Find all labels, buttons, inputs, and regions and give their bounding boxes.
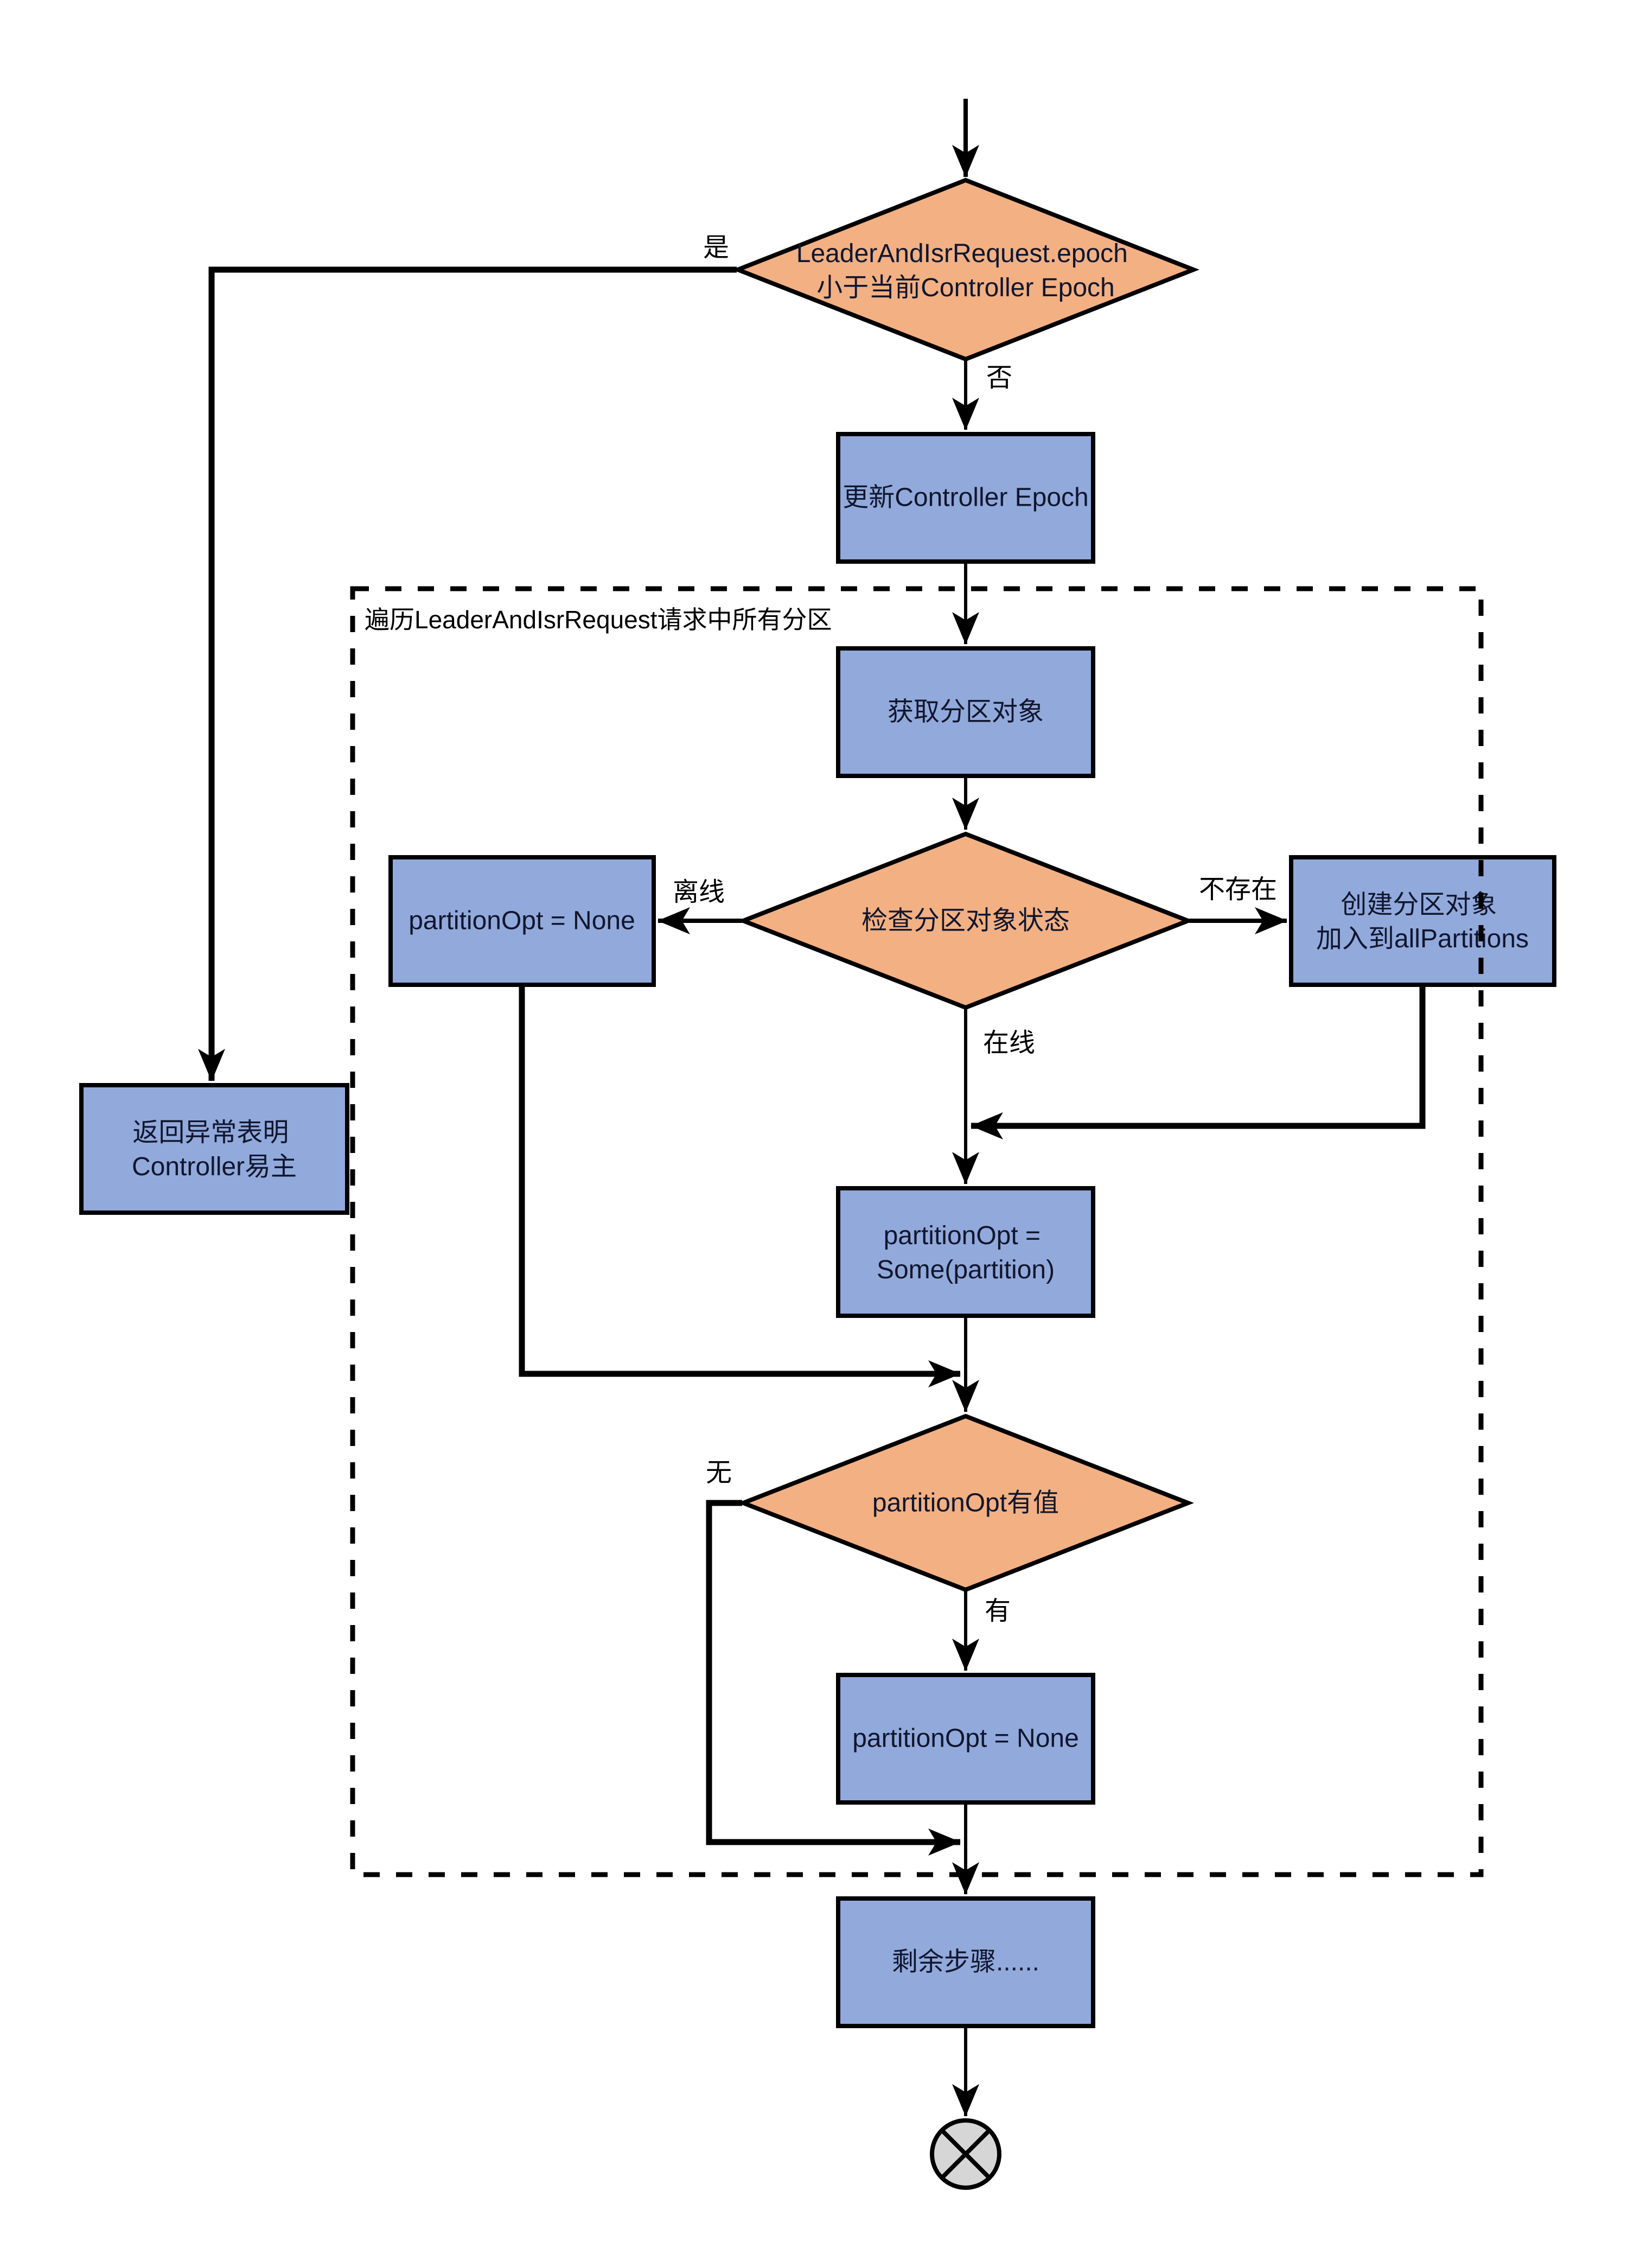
node-label: 更新Controller Epoch <box>842 483 1089 512</box>
edge-create-merge <box>971 985 1426 1139</box>
label-yes: 是 <box>703 233 729 262</box>
node-get-partition: 获取分区对象 <box>836 646 1095 778</box>
node-return-exception: 返回异常表明 Controller易主 <box>79 1083 349 1215</box>
label-not-exist: 不存在 <box>1199 875 1277 904</box>
node-partition-none-left: partitionOpt = None <box>388 855 656 987</box>
node-update-epoch: 更新Controller Epoch <box>836 432 1095 564</box>
node-label-line: Some(partition) <box>877 1256 1055 1284</box>
node-decision-has-value: partitionOpt有值 <box>737 1413 1195 1592</box>
node-label-line: 小于当前Controller Epoch <box>816 273 1115 302</box>
process-rect <box>1289 855 1556 987</box>
loop-container-label: 遍历LeaderAndIsrRequest请求中所有分区 <box>365 606 832 634</box>
node-label-line: 创建分区对象 <box>1341 890 1497 919</box>
label-none: 无 <box>706 1458 732 1487</box>
node-remaining-steps: 剩余步骤...... <box>836 1896 1095 2028</box>
loop-container-border <box>350 586 1484 1877</box>
node-label-line: 返回异常表明 <box>132 1118 289 1147</box>
process-rect <box>836 432 1095 564</box>
decision-diamond <box>732 177 1199 362</box>
process-rect <box>79 1083 349 1215</box>
node-label-line: 加入到allPartitions <box>1316 925 1529 953</box>
label-online: 在线 <box>983 1029 1035 1057</box>
node-label-line: partitionOpt = <box>884 1221 1041 1250</box>
node-label: partitionOpt = None <box>408 907 635 935</box>
label-offline: 离线 <box>673 878 725 907</box>
edge-left-none-merge <box>519 985 961 1387</box>
process-rect <box>836 646 1095 778</box>
node-label: 检查分区对象状态 <box>861 907 1070 935</box>
node-partition-some: partitionOpt = Some(partition) <box>836 1186 1095 1318</box>
node-label: partitionOpt有值 <box>872 1489 1059 1518</box>
node-partition-none-bottom: partitionOpt = None <box>836 1673 1095 1805</box>
svg-text:返回异常表明 Controller易主: 返回异常表明 Controller易主 <box>132 1118 297 1181</box>
node-label: 获取分区对象 <box>888 698 1044 727</box>
label-has: 有 <box>985 1597 1011 1626</box>
label-no: 否 <box>986 364 1012 392</box>
node-label-line: Controller易主 <box>132 1152 297 1181</box>
node-label-line: LeaderAndIsrRequest.epoch <box>796 239 1128 268</box>
node-decision-epoch: LeaderAndIsrRequest.epoch 小于当前Controller… <box>732 177 1199 362</box>
node-end-terminal <box>930 2118 1001 2190</box>
edge-no-value-branch <box>706 1500 961 1856</box>
node-label: 剩余步骤...... <box>892 1948 1039 1977</box>
edge-yes-branch <box>198 266 737 1081</box>
node-loop-container: 遍历LeaderAndIsrRequest请求中所有分区 <box>350 586 1484 1877</box>
svg-text:创建分区对象 加入到allPartitions: 创建分区对象 加入到allPartitions <box>1316 890 1529 953</box>
node-create-partition: 创建分区对象 加入到allPartitions <box>1289 855 1556 987</box>
svg-text:partitionOpt = Some(part: partitionOpt = Some(partition) <box>877 1221 1055 1284</box>
decision-diamond <box>737 1413 1195 1592</box>
svg-text:LeaderAndIsrRequest.epoch: LeaderAndIsrRequest.epoch 小于当前Controller… <box>796 239 1135 302</box>
process-rect <box>836 1673 1095 1805</box>
process-rect <box>836 1896 1095 2028</box>
process-rect <box>836 1186 1095 1318</box>
process-rect <box>388 855 656 987</box>
end-cross-icon <box>940 2129 991 2180</box>
node-label: partitionOpt = None <box>852 1724 1079 1753</box>
decision-diamond <box>737 831 1195 1010</box>
node-decision-check-state: 检查分区对象状态 <box>737 831 1195 1010</box>
